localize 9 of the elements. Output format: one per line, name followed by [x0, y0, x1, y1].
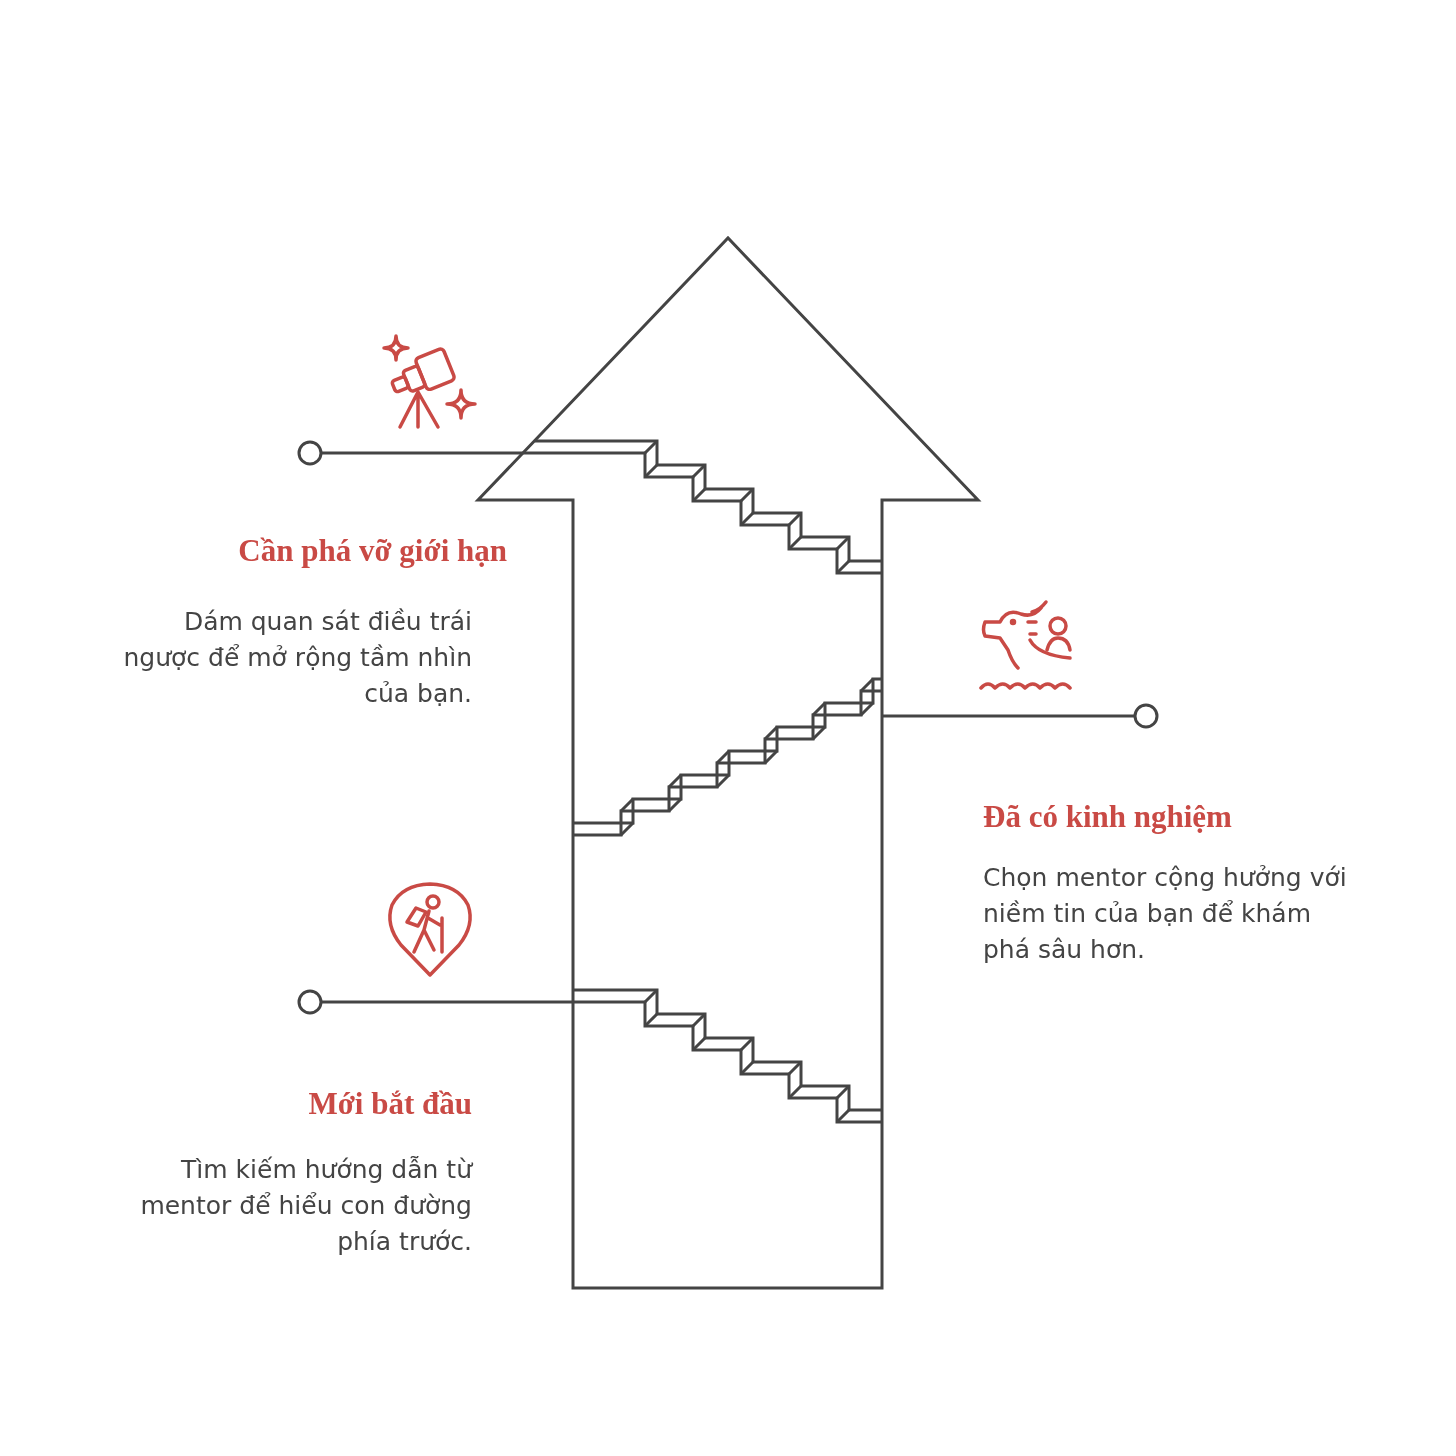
leader-line — [297, 989, 573, 1015]
leader-line — [882, 703, 1159, 729]
heading: Đã có kinh nghiệm — [983, 799, 1232, 835]
heading: Cần phá vỡ giới hạn — [238, 533, 507, 569]
leader-line — [297, 440, 535, 466]
description: Chọn mentor cộng hưởng với niềm tin của bạn để khám phá sâu hơn. — [983, 862, 1348, 966]
description: Dám quan sát điều trái ngược để mở rộng tầm nhìn của bạn. — [122, 606, 472, 710]
description: Tìm kiếm hướng dẫn từ mentor để hiểu con đường phía trước. — [139, 1154, 472, 1258]
heading: Mới bắt đầu — [308, 1086, 472, 1122]
